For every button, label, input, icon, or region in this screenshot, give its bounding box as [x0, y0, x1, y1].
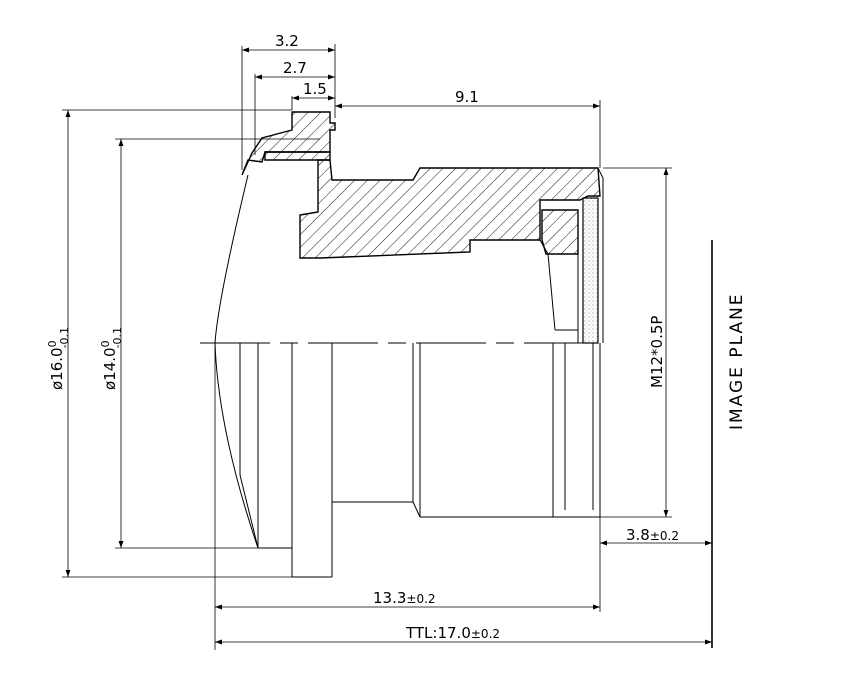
- thread-label: M12*0.5P: [648, 316, 666, 388]
- dimension-9-1: 9.1: [455, 88, 479, 106]
- dimension-1-5: 1.5: [303, 80, 327, 98]
- length-13-3-label: 13.3±0.2: [373, 589, 436, 607]
- ttl-label: TTL:17.0±0.2: [405, 624, 500, 642]
- dimension-3-2: 3.2: [275, 32, 299, 50]
- diameter-16-label: ø16.00-0.1: [46, 327, 71, 390]
- top-dimensions: 3.2 2.7 1.5 9.1: [241, 32, 601, 170]
- diameter-dimensions: ø16.00-0.1 ø14.00-0.1: [46, 109, 320, 578]
- thread-dimension: M12*0.5P: [600, 167, 672, 518]
- dimension-2-7: 2.7: [283, 59, 307, 77]
- barrel-section: [241, 111, 604, 344]
- diameter-14-label: ø14.00-0.1: [99, 327, 124, 390]
- bottom-dimensions: 3.8±0.2 13.3±0.2 TTL:17.0±0.2: [214, 343, 712, 650]
- barrel-outline: [200, 342, 601, 578]
- image-plane-label: IMAGE PLANE: [727, 292, 747, 430]
- front-lens-curve: [214, 174, 259, 549]
- bfl-label: 3.8±0.2: [626, 526, 679, 544]
